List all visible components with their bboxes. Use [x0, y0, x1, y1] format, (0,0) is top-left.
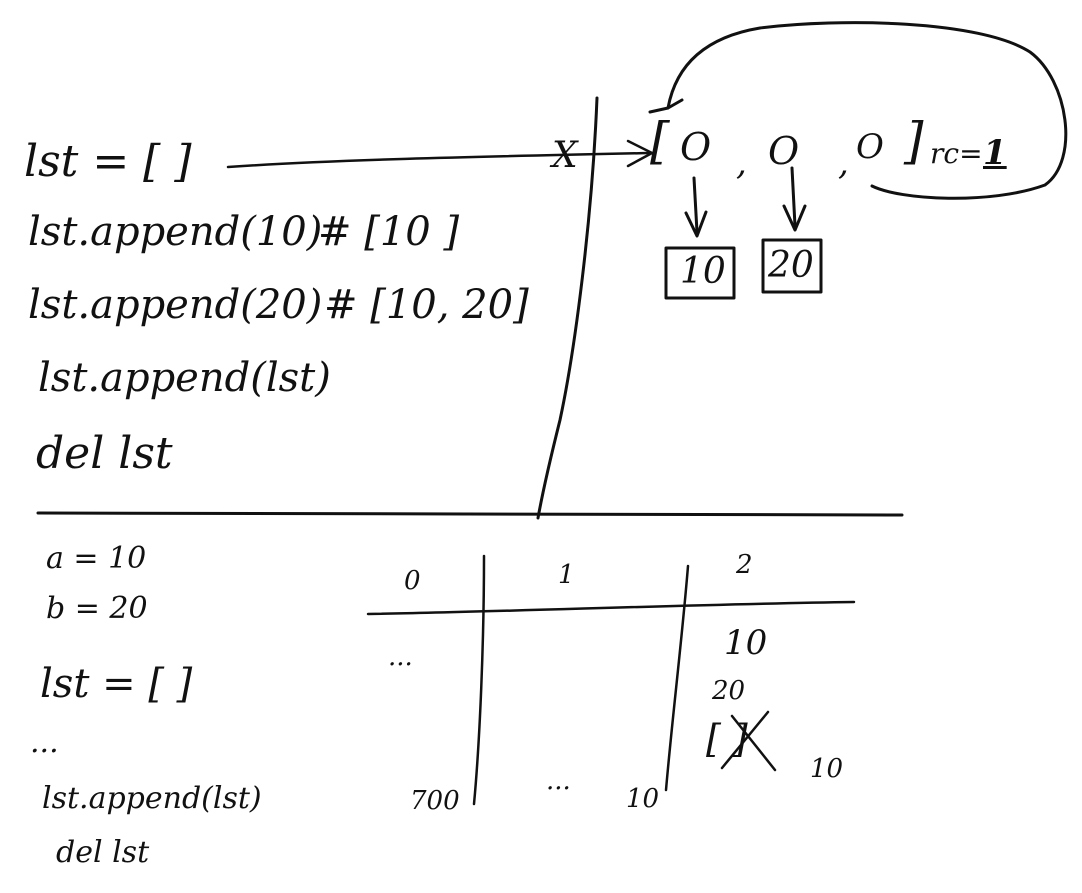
table-header-1: 1: [558, 560, 575, 590]
table-col-line-1: [472, 554, 486, 806]
bottom-del: del lst: [56, 835, 150, 870]
cross-line-b: [720, 710, 770, 770]
code-comment-10: # [10 ]: [318, 209, 460, 255]
slot-2-marker: O: [856, 127, 884, 167]
table-header-line: [366, 600, 856, 616]
bottom-list-assign: lst = [ ]: [40, 661, 193, 707]
self-reference-loop-head: [648, 98, 684, 114]
table-header-2: 2: [736, 550, 753, 580]
value-20: 20: [768, 245, 814, 286]
table-col1-10: 10: [626, 784, 660, 814]
code-line-append-self: lst.append(lst): [38, 355, 331, 401]
bottom-append: lst.append(lst): [42, 781, 262, 816]
value-box-10: [664, 246, 736, 300]
table-col1-ellipsis: ...: [546, 766, 571, 796]
table-crossed-list: [ ]: [706, 717, 748, 761]
value-10: 10: [680, 251, 726, 292]
list-open-bracket: [: [650, 112, 670, 170]
code-comment-10-20: # [10, 20]: [324, 282, 529, 328]
slot-separator-1: ,: [736, 143, 747, 183]
code-line-append-20: lst.append(20): [28, 282, 323, 328]
list-close-bracket: ]: [904, 112, 924, 170]
table-side-10: 10: [810, 754, 844, 784]
horizontal-divider: [36, 511, 904, 517]
reference-arrow: [226, 151, 652, 169]
slot1-arrow-head: [782, 204, 807, 232]
refcount-label: rc=: [930, 137, 983, 170]
cross-line-a: [730, 714, 777, 772]
reference-arrow-head: [626, 139, 654, 168]
table-col0-ellipsis: ...: [388, 642, 413, 672]
table-col0-700: 700: [410, 786, 460, 816]
crossed-reference-mark: X: [552, 135, 578, 176]
bottom-ellipsis: ...: [30, 725, 59, 760]
slot0-arrow-head: [684, 210, 708, 238]
var-a: a = 10: [46, 541, 147, 576]
self-reference-loop: [666, 21, 1068, 200]
code-line-assign: lst = [ ]: [24, 136, 192, 187]
refcount-value: 1: [983, 133, 1007, 173]
slot-0-marker: O: [680, 125, 712, 169]
slot-1-marker: O: [768, 129, 800, 173]
slot-separator-2: ,: [838, 143, 849, 183]
vertical-divider: [536, 96, 599, 520]
slot0-arrow: [692, 176, 699, 234]
code-line-append-10: lst.append(10): [28, 209, 323, 255]
table-col2-20: 20: [712, 676, 746, 706]
code-line-del: del lst: [36, 428, 173, 479]
slot1-arrow: [790, 166, 797, 228]
var-b: b = 20: [46, 591, 148, 626]
value-box-20: [761, 238, 823, 294]
table-header-0: 0: [404, 566, 421, 596]
table-col-line-2: [664, 564, 690, 792]
table-col2-10: 10: [724, 623, 768, 663]
